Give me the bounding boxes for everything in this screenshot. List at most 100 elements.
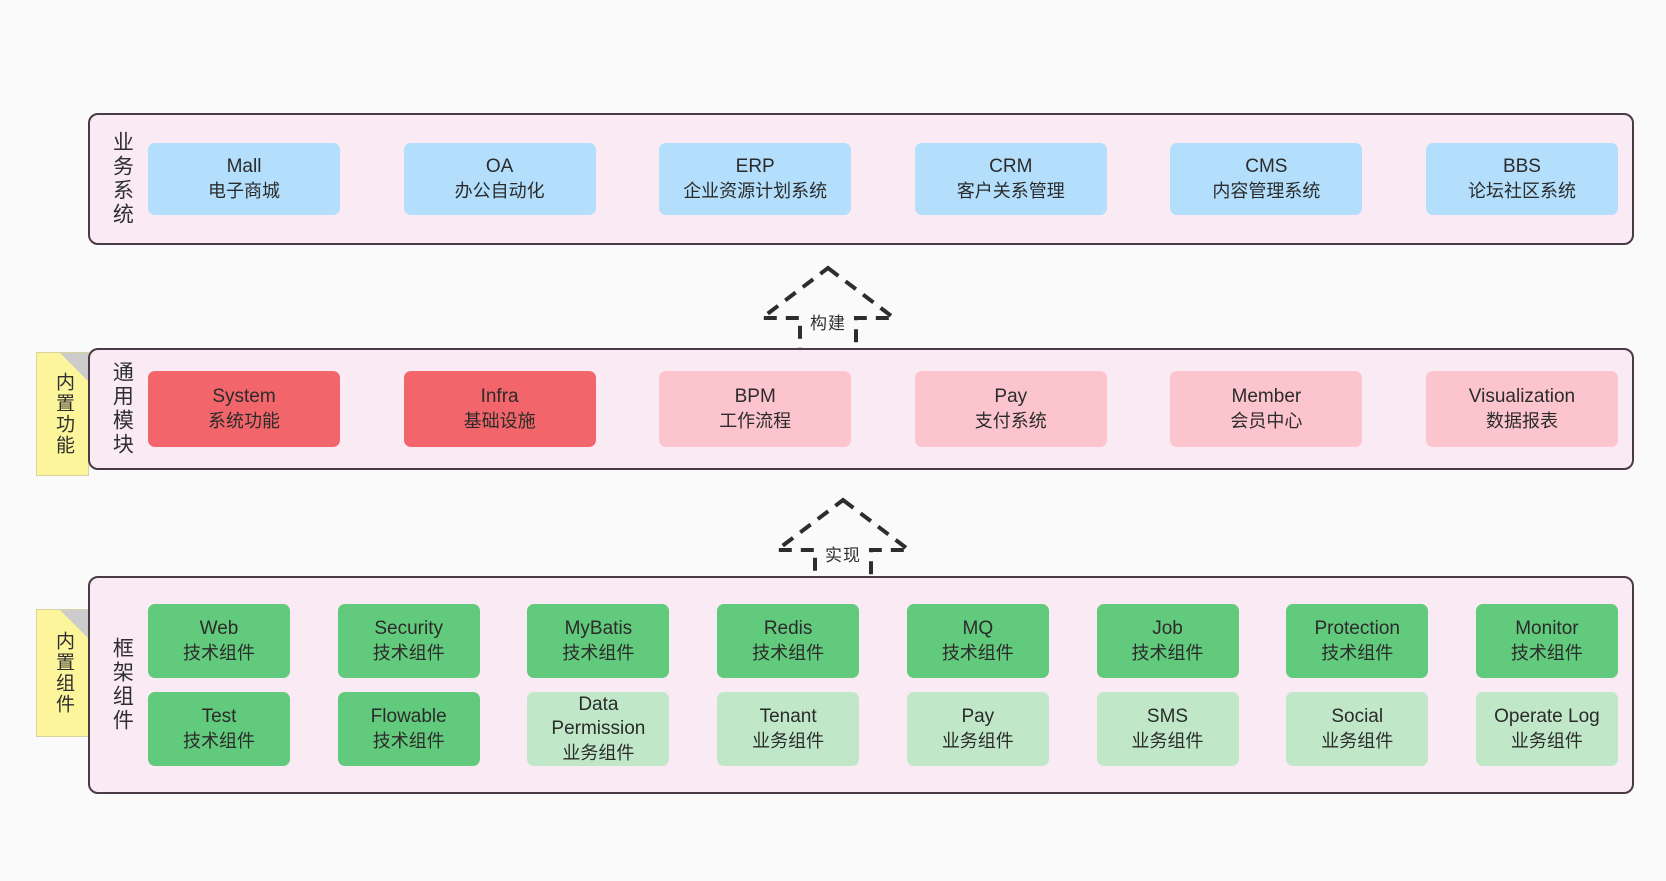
card-title: OA bbox=[485, 156, 514, 178]
card-subtitle: 业务组件 bbox=[562, 742, 635, 763]
section-label-framework-component: 框架组件 bbox=[110, 637, 134, 733]
card-title: CRM bbox=[989, 156, 1033, 178]
card-cms[interactable]: CMS 内容管理系统 bbox=[1170, 143, 1363, 215]
card-subtitle: 技术组件 bbox=[941, 642, 1014, 663]
card-subtitle: 支付系统 bbox=[974, 410, 1047, 431]
card-mq[interactable]: MQ 技术组件 bbox=[906, 604, 1049, 678]
card-title: Mall bbox=[226, 156, 262, 178]
card-title: System bbox=[212, 386, 276, 408]
card-operate-log[interactable]: Operate Log 业务组件 bbox=[1475, 692, 1618, 766]
card-system[interactable]: System 系统功能 bbox=[148, 371, 340, 447]
card-title: Pay bbox=[961, 706, 995, 728]
card-subtitle: 技术组件 bbox=[1131, 642, 1204, 663]
card-subtitle: 内容管理系统 bbox=[1212, 180, 1321, 201]
card-title: BBS bbox=[1502, 156, 1541, 178]
card-title: BPM bbox=[734, 386, 776, 408]
card-title: Tenant bbox=[759, 706, 817, 728]
section-label-business-system: 业务系统 bbox=[110, 131, 134, 227]
card-test[interactable]: Test 技术组件 bbox=[148, 692, 290, 766]
card-subtitle: 企业资源计划系统 bbox=[683, 180, 828, 201]
card-tenant[interactable]: Tenant 业务组件 bbox=[717, 692, 860, 766]
card-subtitle: 基础设施 bbox=[463, 410, 536, 431]
card-crm[interactable]: CRM 客户关系管理 bbox=[914, 143, 1107, 215]
card-subtitle: 技术组件 bbox=[1510, 642, 1583, 663]
card-title: Infra bbox=[480, 386, 519, 408]
card-row: Web 技术组件 Security 技术组件 MyBatis 技术组件 Redi… bbox=[148, 604, 1618, 678]
sticky-tab-label: 内置功能 bbox=[52, 372, 74, 456]
card-flowable[interactable]: Flowable 技术组件 bbox=[337, 692, 480, 766]
card-pay[interactable]: Pay 支付系统 bbox=[914, 371, 1107, 447]
card-subtitle: 技术组件 bbox=[752, 642, 825, 663]
card-bbs[interactable]: BBS 论坛社区系统 bbox=[1425, 143, 1618, 215]
card-pay-business[interactable]: Pay 业务组件 bbox=[906, 692, 1049, 766]
card-subtitle: 业务组件 bbox=[941, 730, 1014, 751]
card-row: Test 技术组件 Flowable 技术组件 Data Permission … bbox=[148, 692, 1618, 766]
card-title: Data Permission bbox=[551, 694, 646, 740]
card-title: Job bbox=[1152, 618, 1183, 640]
card-subtitle: 技术组件 bbox=[562, 642, 635, 663]
card-mybatis[interactable]: MyBatis 技术组件 bbox=[527, 604, 670, 678]
connector-label: 实现 bbox=[824, 541, 862, 566]
section-body-common-module: System 系统功能 Infra 基础设施 BPM 工作流程 Pay 支付系统… bbox=[142, 360, 1618, 458]
sticky-tab-builtin-function: 内置功能 bbox=[36, 352, 89, 476]
card-title: Member bbox=[1231, 386, 1302, 408]
card-title: Pay bbox=[994, 386, 1028, 408]
card-erp[interactable]: ERP 企业资源计划系统 bbox=[659, 143, 852, 215]
card-title: Operate Log bbox=[1494, 706, 1600, 728]
card-title: Flowable bbox=[370, 706, 447, 728]
card-subtitle: 技术组件 bbox=[183, 642, 255, 663]
card-row: System 系统功能 Infra 基础设施 BPM 工作流程 Pay 支付系统… bbox=[148, 371, 1618, 447]
card-title: ERP bbox=[735, 156, 775, 178]
card-title: MQ bbox=[962, 618, 994, 640]
connector-build-arrow: 构建 bbox=[756, 262, 900, 354]
card-title: Protection bbox=[1314, 618, 1400, 640]
card-title: Test bbox=[201, 706, 237, 728]
card-web[interactable]: Web 技术组件 bbox=[148, 604, 290, 678]
card-subtitle: 技术组件 bbox=[1321, 642, 1394, 663]
card-row: Mall 电子商城 OA 办公自动化 ERP 企业资源计划系统 CRM 客户关系… bbox=[148, 143, 1618, 215]
card-protection[interactable]: Protection 技术组件 bbox=[1286, 604, 1429, 678]
card-oa[interactable]: OA 办公自动化 bbox=[403, 143, 596, 215]
card-job[interactable]: Job 技术组件 bbox=[1096, 604, 1239, 678]
card-security[interactable]: Security 技术组件 bbox=[337, 604, 480, 678]
card-subtitle: 会员中心 bbox=[1230, 410, 1303, 431]
card-sms[interactable]: SMS 业务组件 bbox=[1096, 692, 1239, 766]
card-data-permission[interactable]: Data Permission 业务组件 bbox=[527, 692, 670, 766]
card-title: CMS bbox=[1245, 156, 1288, 178]
card-subtitle: 客户关系管理 bbox=[956, 180, 1065, 201]
card-monitor[interactable]: Monitor 技术组件 bbox=[1475, 604, 1618, 678]
card-infra[interactable]: Infra 基础设施 bbox=[403, 371, 596, 447]
section-framework-component: 框架组件 Web 技术组件 Security 技术组件 MyBatis 技术组件… bbox=[88, 576, 1634, 794]
card-subtitle: 业务组件 bbox=[1321, 730, 1394, 751]
card-subtitle: 电子商城 bbox=[208, 180, 280, 201]
sticky-tab-builtin-component: 内置组件 bbox=[36, 609, 89, 737]
card-title: Redis bbox=[763, 618, 813, 640]
card-subtitle: 技术组件 bbox=[372, 730, 445, 751]
card-title: SMS bbox=[1146, 706, 1189, 728]
card-bpm[interactable]: BPM 工作流程 bbox=[659, 371, 852, 447]
card-title: Security bbox=[374, 618, 444, 640]
card-mall[interactable]: Mall 电子商城 bbox=[148, 143, 340, 215]
card-subtitle: 技术组件 bbox=[372, 642, 445, 663]
section-body-framework-component: Web 技术组件 Security 技术组件 MyBatis 技术组件 Redi… bbox=[142, 588, 1618, 782]
card-visualization[interactable]: Visualization 数据报表 bbox=[1425, 371, 1618, 447]
card-subtitle: 业务组件 bbox=[1510, 730, 1583, 751]
section-label-common-module: 通用模块 bbox=[110, 361, 134, 457]
section-body-business-system: Mall 电子商城 OA 办公自动化 ERP 企业资源计划系统 CRM 客户关系… bbox=[142, 125, 1618, 233]
card-subtitle: 业务组件 bbox=[1131, 730, 1204, 751]
card-subtitle: 办公自动化 bbox=[454, 180, 545, 201]
section-common-module: 通用模块 System 系统功能 Infra 基础设施 BPM 工作流程 Pay… bbox=[88, 348, 1634, 470]
card-title: Monitor bbox=[1515, 618, 1579, 640]
card-title: Visualization bbox=[1468, 386, 1576, 408]
card-title: Web bbox=[199, 618, 239, 640]
card-title: Social bbox=[1331, 706, 1384, 728]
card-subtitle: 技术组件 bbox=[183, 730, 255, 751]
card-redis[interactable]: Redis 技术组件 bbox=[717, 604, 860, 678]
card-social[interactable]: Social 业务组件 bbox=[1286, 692, 1429, 766]
connector-label: 构建 bbox=[809, 309, 847, 334]
card-member[interactable]: Member 会员中心 bbox=[1170, 371, 1363, 447]
card-subtitle: 论坛社区系统 bbox=[1467, 180, 1576, 201]
card-subtitle: 系统功能 bbox=[208, 410, 280, 431]
connector-realize-arrow: 实现 bbox=[771, 494, 915, 586]
